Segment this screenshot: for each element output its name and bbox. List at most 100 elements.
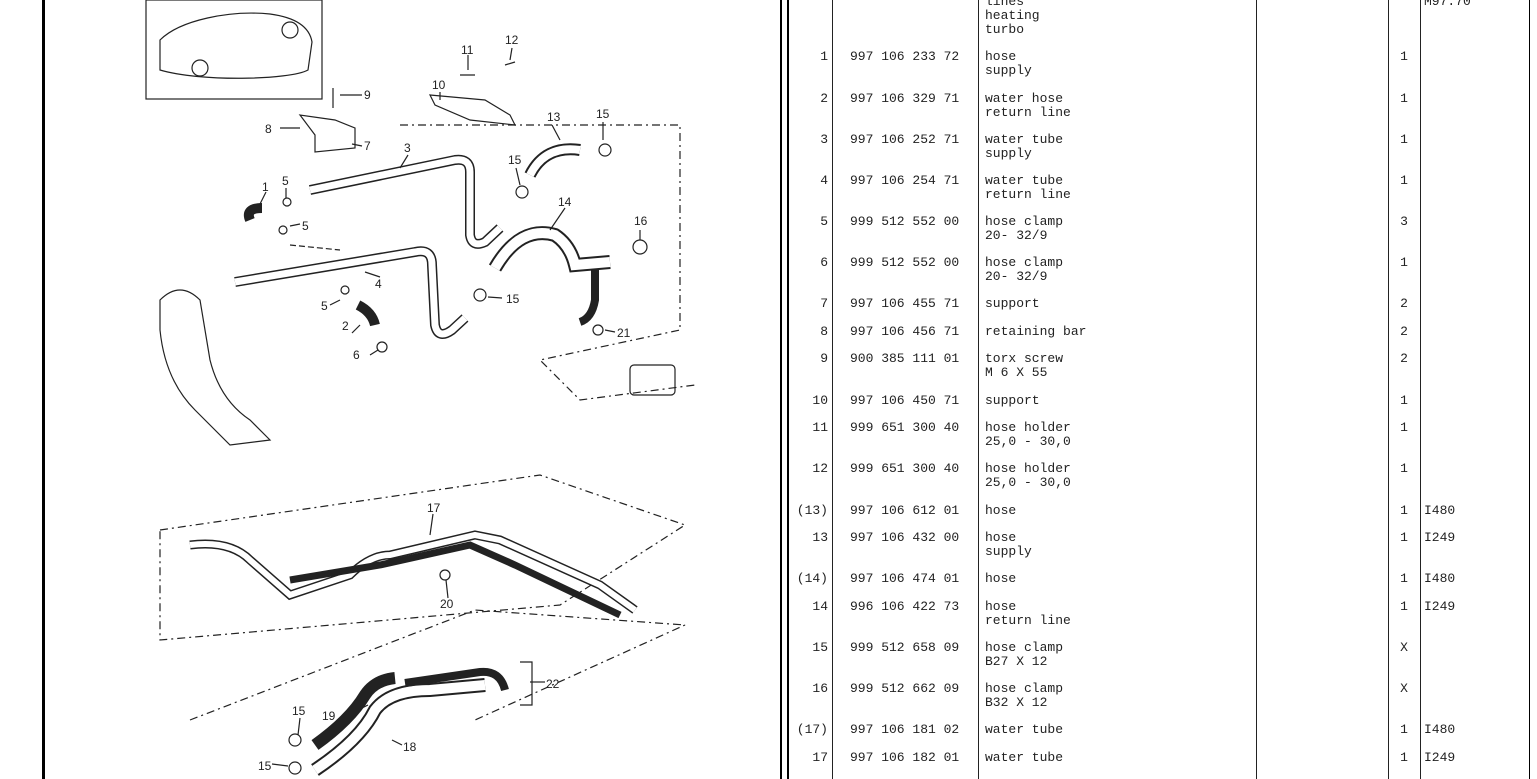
row-description-line: retaining bar (985, 324, 1087, 339)
row-part-number: 999 651 300 40 (850, 461, 960, 476)
row-quantity: 1 (1400, 750, 1408, 765)
row-part-number: 997 106 450 71 (850, 393, 960, 408)
row-remark: I480 (1424, 503, 1456, 518)
callout-7: 7 (364, 139, 371, 153)
row-part-number: 997 106 455 71 (850, 296, 960, 311)
row-part-number: 900 385 111 01 (850, 351, 960, 366)
row-remark: I249 (1424, 530, 1456, 545)
row-remark: I480 (1424, 722, 1456, 737)
row-description-line: hose (985, 530, 1017, 545)
row-part-number: 999 512 552 00 (850, 255, 960, 270)
row-part-number: 997 106 432 00 (850, 530, 960, 545)
row-position: (13) (796, 503, 828, 518)
row-quantity: X (1400, 681, 1408, 696)
column-divider (1420, 0, 1421, 779)
car-thumbnail-frame (145, 0, 323, 100)
row-position: 6 (820, 255, 828, 270)
callout-1: 1 (262, 180, 269, 194)
row-position: 12 (812, 461, 828, 476)
center-divider-line (780, 0, 782, 779)
row-position: 14 (812, 599, 828, 614)
row-part-number: 996 106 422 73 (850, 599, 960, 614)
callout-9: 9 (364, 88, 371, 102)
callout-3: 3 (404, 141, 411, 155)
row-description-line: return line (985, 613, 1071, 628)
center-divider-line-2 (787, 0, 789, 779)
header-model-note: M97.70 (1424, 0, 1471, 9)
right-border-line (1529, 0, 1530, 779)
row-description-line: supply (985, 146, 1032, 161)
exploded-parts-diagram: 1 2 3 4 5 5 5 6 7 8 9 10 11 12 13 14 15 … (145, 0, 696, 776)
callout-2: 2 (342, 319, 349, 333)
row-position: 3 (820, 132, 828, 147)
callout-5c: 5 (321, 299, 328, 313)
row-description: water tube (985, 723, 1063, 737)
row-quantity: 2 (1400, 296, 1408, 311)
header-desc-line-2: heating (985, 8, 1040, 23)
row-description-line: water hose (985, 91, 1064, 106)
row-quantity: 1 (1400, 132, 1408, 147)
row-description-line: supply (985, 544, 1032, 559)
row-quantity: 3 (1400, 214, 1408, 229)
callout-21: 21 (617, 326, 631, 340)
row-description: support (985, 297, 1040, 311)
row-description: retaining bar (985, 325, 1086, 339)
row-position: 10 (812, 393, 828, 408)
row-description-line: return line (985, 105, 1071, 120)
row-part-number: 997 106 233 72 (850, 49, 960, 64)
callout-6: 6 (353, 348, 360, 362)
coolant-pump-housing (159, 289, 272, 446)
row-part-number: 999 512 662 09 (850, 681, 960, 696)
row-part-number: 997 106 612 01 (850, 503, 960, 518)
row-position: 11 (812, 420, 828, 435)
row-part-number: 997 106 456 71 (850, 324, 960, 339)
row-description-line: 20- 32/9 (985, 228, 1048, 243)
row-part-number: 997 106 329 71 (850, 91, 960, 106)
callout-labels: 1 2 3 4 5 5 5 6 7 8 9 10 11 12 13 14 15 … (258, 33, 648, 773)
callout-18: 18 (403, 740, 417, 754)
row-description: hose (985, 504, 1016, 518)
row-quantity: 1 (1400, 420, 1408, 435)
row-description-line: support (985, 393, 1040, 408)
row-position: 17 (812, 750, 828, 765)
row-description-line: water tube (985, 173, 1064, 188)
row-position: 13 (812, 530, 828, 545)
row-part-number: 999 512 552 00 (850, 214, 960, 229)
header-desc-line-1: lines (985, 0, 1025, 9)
parts-table: lines heating turbo M97.70 1 997 106 233 … (790, 0, 1537, 779)
row-position: 5 (820, 214, 828, 229)
header-desc-line-3: turbo (985, 22, 1025, 37)
row-remark: I249 (1424, 750, 1456, 765)
row-description-line: hose holder (985, 461, 1071, 476)
row-position: (17) (796, 722, 828, 737)
row-quantity: 1 (1400, 173, 1408, 188)
callout-10: 10 (432, 78, 446, 92)
row-description-line: supply (985, 63, 1032, 78)
row-quantity: 1 (1400, 91, 1408, 106)
support-bracket-10-icon (428, 94, 517, 126)
row-description-line: hose clamp (985, 681, 1064, 696)
support-bracket-icon (298, 114, 356, 153)
row-description: hose (985, 572, 1016, 586)
callout-22: 22 (546, 677, 560, 691)
row-description-line: hose clamp (985, 640, 1064, 655)
row-description-line: M 6 X 55 (985, 365, 1048, 380)
callout-15e: 15 (258, 759, 272, 773)
row-description-line: 25,0 - 30,0 (985, 475, 1071, 490)
row-position: 15 (812, 640, 828, 655)
row-description-line: support (985, 296, 1040, 311)
callout-19: 19 (322, 709, 336, 723)
row-quantity: 2 (1400, 324, 1408, 339)
callout-15c: 15 (506, 292, 520, 306)
row-quantity: 1 (1400, 530, 1408, 545)
callout-16: 16 (634, 214, 648, 228)
callout-8: 8 (265, 122, 272, 136)
